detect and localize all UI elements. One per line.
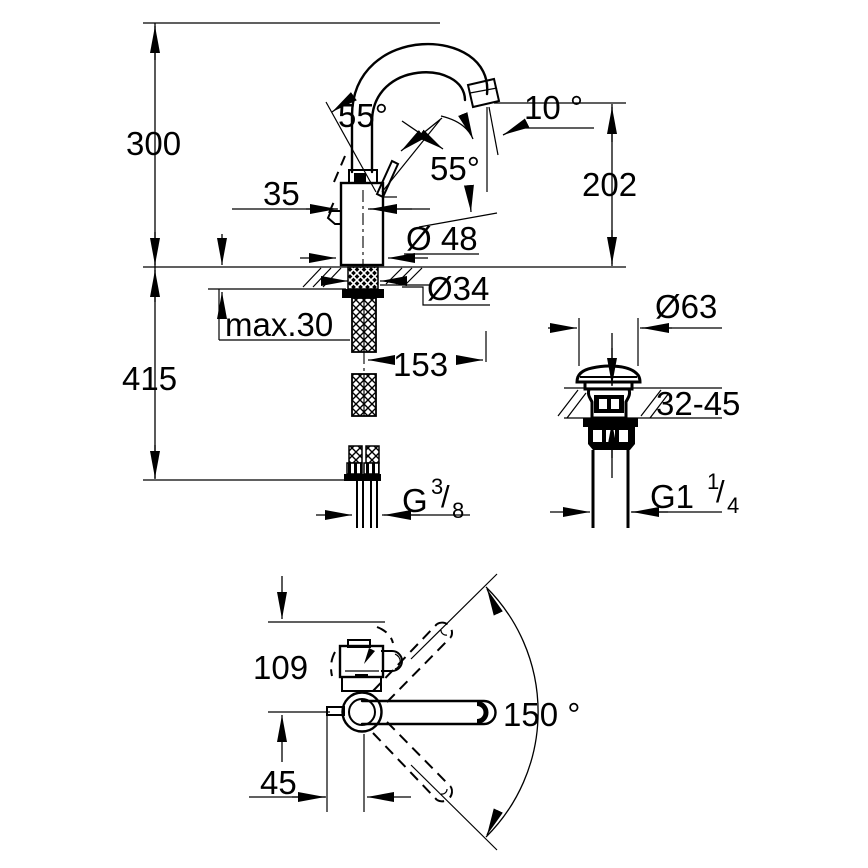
dim-55-mid: 55° [418, 112, 498, 228]
svg-text:/: / [441, 479, 450, 514]
dim-55-mid-label: 55° [430, 150, 480, 187]
dim-g38: G 3 / 8 [316, 474, 470, 523]
top-view: 109 [249, 573, 580, 851]
faucet-lever [375, 159, 400, 199]
spout-outlet-tip [466, 77, 501, 109]
dim-g114: G1 1 / 4 [550, 469, 739, 518]
dim-45: 45 [249, 714, 411, 812]
dim-3245-label: 32-45 [656, 385, 740, 422]
dim-153-label: 153 [393, 346, 448, 383]
popup-waste [575, 364, 642, 528]
dim-300-415: 300 415 [122, 23, 181, 479]
spout-pivot [341, 691, 383, 733]
dim-g114-label: G1 [650, 478, 694, 515]
swivel-spout [326, 573, 498, 851]
dim-35: 35 [232, 175, 430, 214]
dim-150: 150 ° [485, 586, 580, 838]
side-view: 300 415 [122, 22, 637, 528]
dim-34-label: Ø34 [427, 270, 489, 307]
dim-63-label: Ø63 [655, 288, 717, 325]
dim-max30: max.30 [217, 234, 350, 343]
mounting-nut [342, 289, 384, 298]
dim-10: 10 ° [502, 89, 594, 136]
deck-mounting [208, 266, 430, 298]
svg-text:4: 4 [727, 493, 739, 518]
svg-text:1: 1 [707, 469, 719, 494]
drain-view: Ø63 [548, 288, 740, 528]
svg-text:8: 8 [452, 498, 464, 523]
dim-g38-label: G [402, 482, 428, 519]
dim-415-label: 415 [122, 360, 177, 397]
dim-35-label: 35 [263, 175, 300, 212]
faucet-body [326, 155, 400, 287]
dim-max30-label: max.30 [225, 306, 333, 343]
waste-flange [583, 418, 638, 427]
supply-hoses [344, 297, 381, 528]
dim-202: 202 [494, 102, 637, 266]
faucet-spout [350, 43, 501, 192]
spout-top-view [360, 699, 497, 726]
dim-55-top-label: 55° [338, 97, 388, 134]
dim-153: 153 [368, 331, 487, 383]
dim-34: Ø34 [321, 270, 490, 307]
dim-202-label: 202 [582, 166, 637, 203]
dim-109: 109 [253, 576, 385, 762]
dim-300-label: 300 [126, 125, 181, 162]
svg-text:/: / [716, 474, 725, 509]
dim-10-label: 10 ° [524, 89, 583, 126]
dim-45-label: 45 [260, 764, 297, 801]
threaded-shank [347, 266, 379, 290]
dim-48-label: Ø 48 [406, 220, 478, 257]
dim-3245: 32-45 [607, 333, 740, 478]
dim-150-label: 150 ° [503, 696, 580, 733]
svg-text:3: 3 [431, 474, 443, 499]
dim-109-label: 109 [253, 649, 308, 686]
dim-55-top: 55° [325, 92, 444, 193]
dim-48: Ø 48 [300, 220, 479, 263]
top-view-body [330, 626, 403, 692]
waste-cap [575, 364, 642, 384]
dim-63: Ø63 [548, 288, 722, 366]
